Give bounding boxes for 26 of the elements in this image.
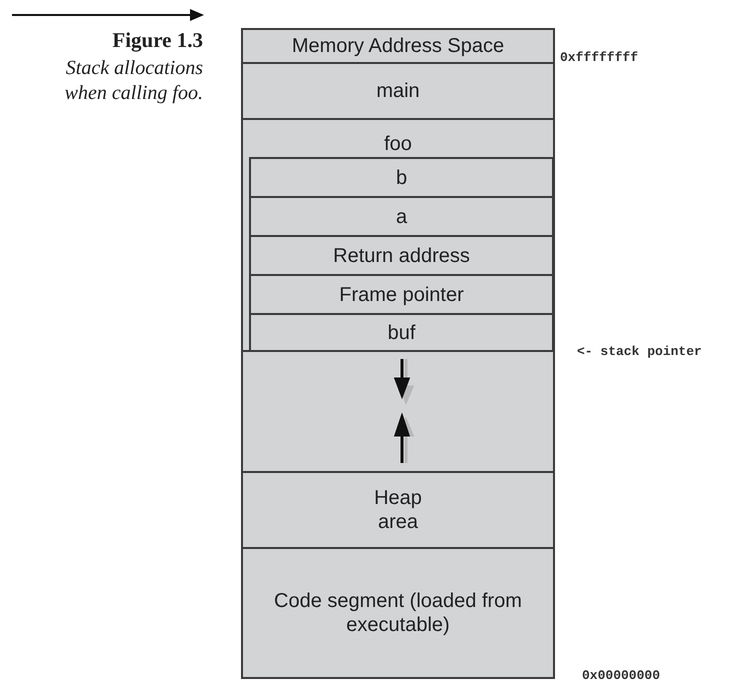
segment-label: a <box>394 204 408 228</box>
memory-segment-box <box>241 28 555 64</box>
segment-label: b <box>394 166 408 190</box>
memory-segment-box <box>249 313 554 352</box>
frame-title: foo <box>383 132 413 156</box>
address-label: 0xffffffff <box>560 50 638 65</box>
address-label: 0x00000000 <box>582 668 660 683</box>
memory-segment-box <box>241 547 555 679</box>
segment-label: main <box>375 79 421 103</box>
figure-caption: Stack allocations when calling foo. <box>64 56 203 106</box>
memory-segment-box <box>249 274 554 315</box>
segment-label: buf <box>386 320 416 344</box>
memory-segment-box <box>241 471 555 549</box>
memory-segment-box <box>241 62 555 120</box>
stack-frame-box <box>241 118 555 352</box>
free-memory-region <box>241 350 555 473</box>
memory-segment-box <box>249 157 554 198</box>
segment-label: Heap area <box>373 486 423 534</box>
segment-label: Code segment (loaded from executable) <box>273 589 523 637</box>
pointer-label: <- stack pointer <box>577 344 702 359</box>
memory-segment-box <box>249 235 554 276</box>
segment-label: Return address <box>332 244 471 268</box>
memory-segment-box <box>249 196 554 237</box>
segment-label: Frame pointer <box>338 282 465 306</box>
segment-label: Memory Address Space <box>290 34 506 58</box>
figure-title: Figure 1.3 <box>112 28 203 53</box>
